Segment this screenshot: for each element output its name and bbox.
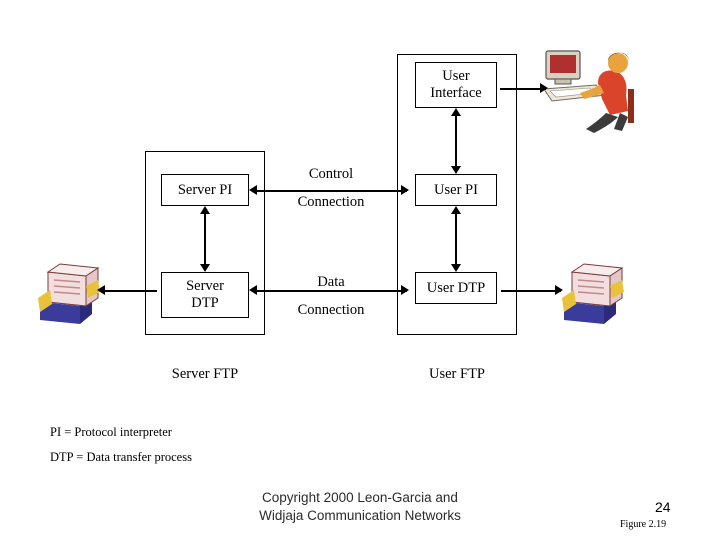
userpi-userdtp-arrowhead-up — [451, 206, 461, 214]
control-connection-label: Control — [276, 165, 386, 184]
control-connection-line2: Connection — [297, 194, 365, 210]
legend-pi: PI = Protocol interpreter — [50, 425, 172, 439]
data-connection-line1: Data — [317, 274, 345, 290]
figure-number: Figure 2.19 — [620, 519, 667, 530]
control-connection-line — [255, 190, 407, 192]
ui-userpi-arrowhead-up — [451, 108, 461, 116]
data-arrowhead-right — [401, 285, 409, 295]
user-ftp-label: User FTP — [429, 366, 485, 382]
server-file-storage-icon — [36, 258, 108, 328]
user-interface-line2: Interface — [430, 85, 482, 101]
data-connection-label-2: Connection — [276, 301, 386, 320]
serverdtp-storage-arrowhead-left — [97, 285, 105, 295]
userdtp-storage-arrowhead-right — [555, 285, 563, 295]
data-connection-line2: Connection — [297, 302, 365, 318]
control-arrowhead-left — [249, 185, 257, 195]
server-pi-label: Server PI — [177, 181, 233, 198]
control-arrowhead-right — [401, 185, 409, 195]
data-connection-line — [255, 290, 407, 292]
serverpi-serverdtp-arrowhead-up — [200, 206, 210, 214]
server-dtp-line1: Server — [186, 278, 224, 295]
serverpi-serverdtp-arrowhead-down — [200, 264, 210, 272]
server-side-container — [145, 151, 265, 335]
user-at-computer-icon — [540, 45, 636, 135]
user-file-storage-icon — [560, 258, 632, 328]
user-interface-box: User Interface — [415, 62, 497, 108]
userpi-userdtp-arrowhead-down — [451, 264, 461, 272]
userdtp-storage-connector — [501, 290, 561, 292]
userpi-userdtp-connector — [455, 214, 457, 264]
user-dtp-label: User DTP — [426, 279, 486, 296]
copyright-line-1: Copyright 2000 Leon-Garcia and — [262, 490, 458, 505]
control-connection-label-2: Connection — [276, 193, 386, 212]
user-dtp-box: User DTP — [415, 272, 497, 304]
copyright-line-2: Widjaja Communication Networks — [259, 508, 461, 524]
ui-userpi-connector — [455, 116, 457, 166]
control-connection-line1: Control — [308, 166, 354, 182]
data-connection-label: Data — [276, 273, 386, 292]
user-side-container — [397, 54, 517, 335]
server-dtp-line2: DTP — [191, 295, 219, 311]
ui-userpi-arrowhead-down — [451, 166, 461, 174]
ui-user-arrowhead-right — [540, 83, 548, 93]
user-pi-label: User PI — [434, 181, 478, 198]
legend-dtp: DTP = Data transfer process — [50, 450, 192, 464]
server-ftp-label: Server FTP — [171, 366, 239, 382]
server-pi-box: Server PI — [161, 174, 249, 206]
serverdtp-storage-connector — [103, 290, 157, 292]
page-number: 24 — [655, 499, 671, 515]
data-arrowhead-left — [249, 285, 257, 295]
user-pi-box: User PI — [415, 174, 497, 206]
server-dtp-box: Server DTP — [161, 272, 249, 318]
ui-user-connector — [500, 88, 546, 90]
serverpi-serverdtp-connector — [204, 214, 206, 264]
copyright-notice: Copyright 2000 Leon-Garcia and Widjaja C… — [180, 489, 540, 525]
user-interface-line1: User — [442, 68, 470, 85]
